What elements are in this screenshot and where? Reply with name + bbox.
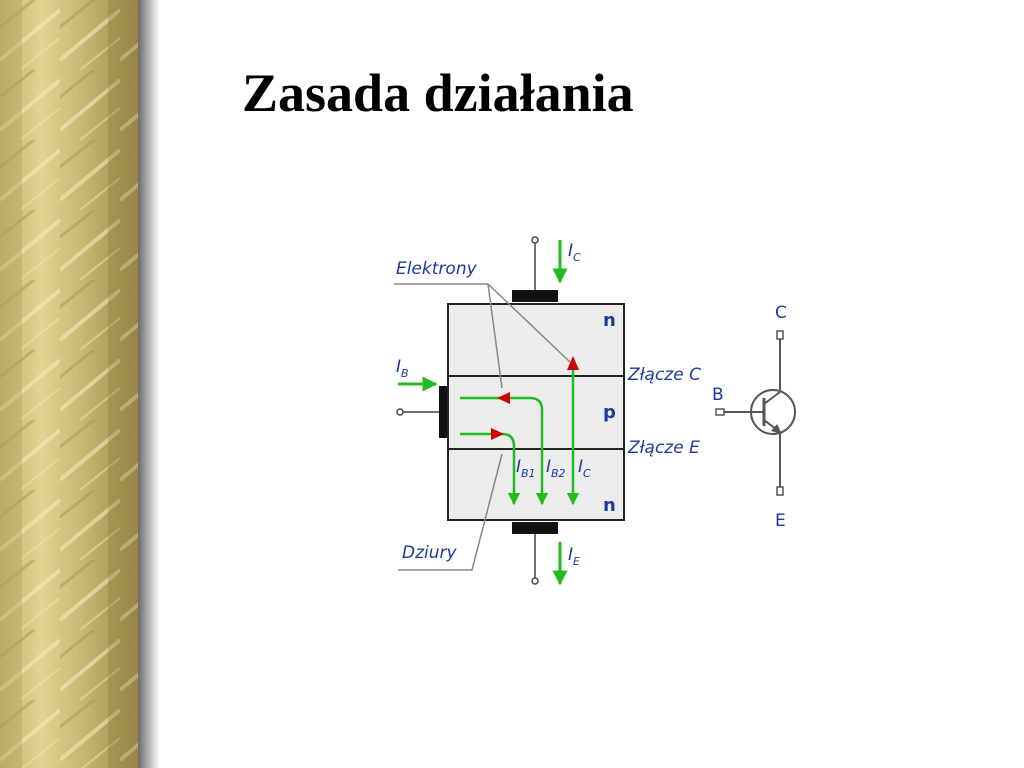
region-middle-label: p [603, 402, 616, 423]
ib-subscript: B [401, 367, 409, 380]
emitter-pin [531, 577, 539, 585]
electrons-callout-line-2 [487, 283, 503, 389]
npn-transistor-symbol: C B E [712, 303, 796, 531]
emitter-contact [512, 522, 558, 534]
ib-symbol: I [396, 357, 401, 377]
ib2-current-path [460, 396, 549, 506]
symbol-collector-pin [776, 330, 784, 340]
ib2-symbol: I [546, 457, 551, 477]
symbol-collector-lead [763, 391, 781, 405]
symbol-emitter-pin [776, 486, 784, 496]
symbol-emitter-label: E [775, 511, 786, 531]
junction-e-label: Złącze E [627, 438, 700, 458]
symbol-emitter-arrowhead [771, 424, 782, 434]
symbol-base-pin [715, 408, 725, 416]
collector-contact [512, 290, 558, 302]
slide-title: Zasada działania [242, 63, 634, 123]
ic-top-label: IC [568, 241, 581, 264]
ib2-label: IB2 [546, 457, 566, 480]
electron-arrow-collector [567, 356, 579, 370]
junction-c-label: Złącze C [627, 365, 701, 385]
ib2-subscript: B2 [551, 467, 566, 480]
ic-inner-subscript: C [583, 467, 591, 480]
ic-inner-symbol: I [578, 457, 583, 477]
ib-label: IB [396, 357, 409, 380]
region-bottom-label: n [603, 495, 616, 516]
electrons-label: Elektrony [396, 259, 478, 279]
transistor-diagram: n p n Złącze C Złącze E Elektrony Dziury… [394, 236, 796, 586]
ie-subscript: E [573, 555, 580, 568]
ib1-label: IB1 [516, 457, 536, 480]
ib1-subscript: B1 [521, 467, 536, 480]
decorative-border [0, 0, 160, 768]
symbol-base-label: B [712, 385, 724, 405]
ic-inner-label: IC [578, 457, 591, 480]
ic-top-subscript: C [573, 251, 581, 264]
ic-top-symbol: I [568, 241, 573, 261]
base-pin [396, 408, 404, 416]
semiconductor-block [447, 303, 625, 521]
electron-arrow-base [497, 392, 510, 404]
holes-callout-line [398, 453, 503, 571]
base-contact [439, 386, 447, 438]
ib1-symbol: I [516, 457, 521, 477]
symbol-collector-label: C [775, 303, 787, 323]
ie-label: IE [568, 545, 580, 568]
holes-label: Dziury [402, 543, 458, 563]
region-top-label: n [603, 310, 616, 331]
electron-arrow-emitter [491, 428, 504, 440]
ie-symbol: I [568, 545, 573, 565]
collector-pin [531, 236, 539, 244]
